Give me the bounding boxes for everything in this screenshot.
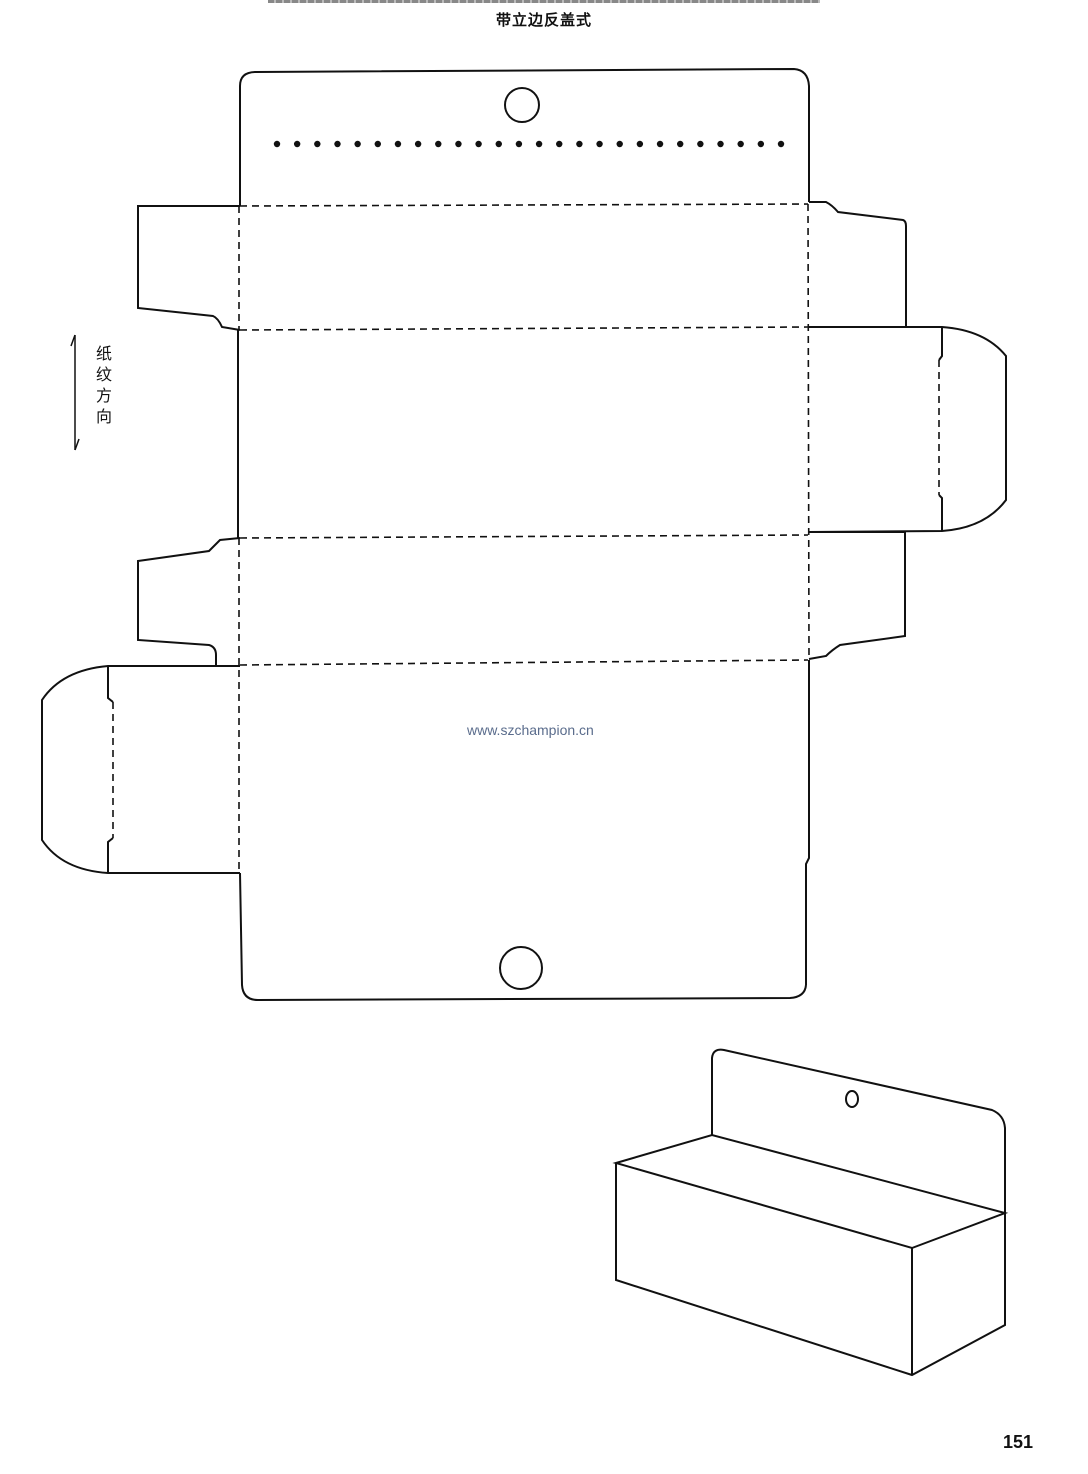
assembled-box-illustration	[612, 1048, 1009, 1377]
fold-line	[239, 326, 809, 331]
perforation-dot	[414, 140, 422, 148]
perforation-dot	[677, 140, 684, 148]
perforation-dot	[314, 140, 321, 148]
perforation-dot	[455, 140, 462, 148]
dust-flap-right-1	[809, 201, 907, 326]
perforation-dot	[717, 140, 724, 148]
perforation-dot	[435, 140, 442, 148]
tuck-notch	[938, 327, 943, 531]
perforation-dot	[515, 140, 523, 148]
fold-line	[239, 659, 809, 666]
perforation-dot	[354, 140, 361, 148]
perforation-dot	[777, 140, 785, 148]
dust-flap-left-2	[137, 537, 241, 665]
page-number: 151	[1003, 1432, 1034, 1452]
perforation-dot	[394, 140, 402, 148]
dust-flap-left-1	[137, 205, 241, 331]
fold-line	[807, 203, 810, 661]
perforation-dot	[757, 140, 765, 148]
perforation-dot	[596, 140, 603, 148]
perforation-dot	[273, 140, 281, 148]
perforation-dot	[475, 140, 482, 148]
tuck-flap-left	[41, 665, 240, 874]
perforation-dot	[495, 140, 502, 148]
fold-line	[239, 203, 809, 207]
hang-hole-bottom	[499, 946, 543, 990]
cut-line	[805, 660, 810, 985]
hanger-panel-bottom	[239, 872, 807, 1002]
hanger-panel-top	[239, 67, 810, 206]
perforation-dot	[737, 140, 744, 148]
perforation-dot	[374, 140, 381, 148]
tuck-flap-right	[808, 326, 1007, 533]
grain-arrow-icon	[70, 334, 80, 451]
perforation-dot	[616, 140, 623, 148]
perforation-row	[273, 140, 785, 148]
perforation-dot	[576, 140, 583, 148]
perforation-dot	[334, 140, 341, 148]
top-rule	[268, 0, 820, 3]
fold-line	[239, 534, 809, 539]
watermark: www.szchampion.cn	[467, 722, 594, 738]
perforation-dot	[556, 140, 563, 148]
diagram-title: 带立边反盖式	[495, 11, 592, 29]
grain-direction-label: 纸纹方向	[96, 344, 113, 426]
dust-flap-right-2	[808, 531, 906, 660]
perforation-dot	[656, 140, 664, 148]
hang-hole-top	[504, 87, 540, 123]
perforation-dot	[697, 140, 704, 148]
perforation-dot	[293, 140, 301, 148]
perforation-dot	[636, 140, 644, 148]
perforation-dot	[535, 140, 543, 148]
tuck-notch	[107, 666, 114, 873]
